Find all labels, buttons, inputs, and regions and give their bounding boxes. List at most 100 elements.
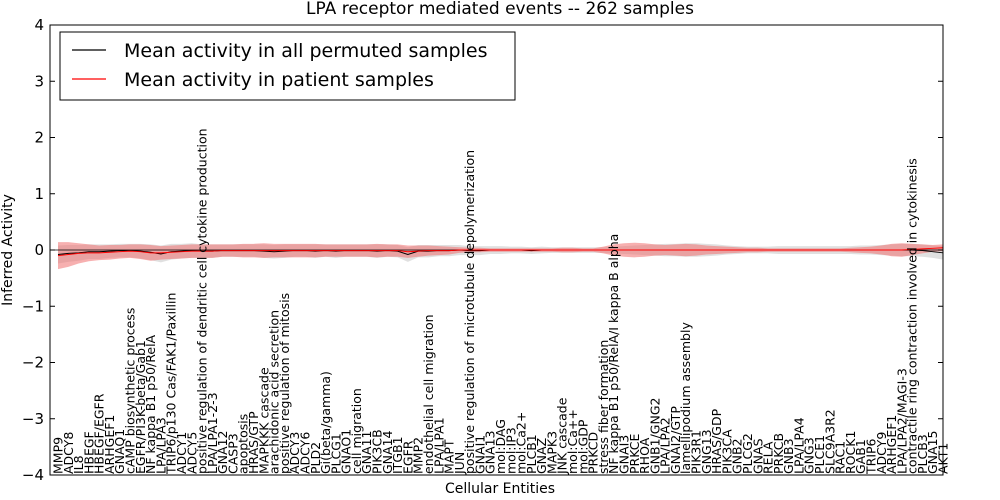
x-tick-label: RELA [761,441,776,474]
legend-box [59,31,516,101]
x-tick-label: RHOA [637,437,652,474]
x-tick-label: GNAS [750,438,765,474]
x-tick-label: contractile ring contraction involved in… [905,158,920,474]
x-tick-label: PLD2 [308,442,323,474]
x-tick-label: PLCB3 [915,434,930,474]
x-tick-label: GNAO1 [339,429,354,474]
x-tick-label: HRAS/GDP [709,408,724,474]
x-tick-label: PIK3CB [370,429,385,474]
confidence-bands [58,242,943,270]
x-tick-label: HBEGF [81,431,96,474]
x-tick-label: EGFR/PI3K-beta/Gab1 [133,340,148,474]
x-tick-label: PLCE1 [812,435,827,474]
x-tick-label: PRKCD [586,432,601,474]
x-tick-label: ITGB1 [390,436,405,474]
x-tick-label: ADCY9 [874,432,889,474]
x-tick-label: apoptosis [236,414,251,474]
x-tick-label: positive regulation of mitosis [277,293,292,474]
x-tick-label: GNG3 [802,437,817,474]
x-tick-label: IL8 [71,455,86,474]
x-tick-label: JUN [452,452,467,475]
x-tick-label: ARHGEF1 [102,415,117,474]
x-tick-label: endothelial cell migration [421,314,436,474]
x-tick-label: LPA/LPA1-2-3 [205,392,220,474]
band-series-1 [58,242,943,270]
x-tick-label: stress fiber formation [596,340,611,474]
x-tick-label: MMP9 [51,437,66,474]
y-tick-label: −3 [22,410,44,428]
x-tick-label: RAC1 [833,441,848,474]
x-tick-label: GNAI2/GTP [668,406,683,474]
y-axis-label: Inferred Activity [0,194,16,306]
x-tick-label: GNA15 [925,431,940,475]
x-tick-label: NF kappa B1 p50/RelA/I kappa B alpha [606,234,621,474]
x-tick-label: PIK3R1 [689,430,704,474]
y-tick-label: 3 [34,72,44,90]
x-tick-label: LPA/LPA4 [791,417,806,474]
x-tick-label: TRIP6/p130 Cas/FAK1/Paxillin [164,293,179,475]
chart-title: LPA receptor mediated events -- 262 samp… [306,0,694,19]
x-tick-label: ARHGEF1 [884,415,899,474]
x-tick-label: mol:DAG [493,419,508,474]
y-tick-label: −1 [22,297,44,315]
x-tick-label: PRKCE [627,434,642,474]
x-tick-label: NF kappa B1 p50/RelA [143,334,158,474]
x-tick-label: ROCK1 [843,431,858,474]
x-tick-label: LPA/LPA1 [431,417,446,474]
x-axis-label: Cellular Entities [445,481,555,497]
x-tick-label: ADCY5 [184,432,199,474]
x-tick-label: mol:GDP [575,419,590,474]
legend-label-permuted: Mean activity in all permuted samples [124,40,487,62]
x-tick-label: lamellipodium assembly [678,322,693,474]
series-line-1 [57,247,944,257]
x-tick-label: ADCY8 [61,432,76,474]
x-tick-label: PIK3CA [719,429,734,474]
x-tick-label: PLCG1 [328,433,343,474]
x-tick-label: GNAZ [534,438,549,474]
x-tick-label: MAPK3 [544,431,559,474]
x-tick-label: ADCY1 [174,432,189,474]
x-tick-label: TRIP6 [863,438,878,475]
x-tick-label: PLCG2 [740,433,755,474]
x-tick-label: Gi(beta/gamma) [318,371,333,474]
x-tick-label: ADCY3 [287,432,302,474]
x-tick-label: LPA/LPA3 [153,417,168,474]
x-tick-label: MAPKKK cascade [256,367,271,474]
y-tick-label: 0 [34,241,44,259]
x-tick-label: GNG13 [699,429,714,474]
x-tick-label: MMP2 [411,437,426,474]
x-tick-label: positive regulation of microtubule depol… [462,150,477,474]
x-tick-label: EGFR [400,440,415,474]
x-tick-label: CASP3 [225,433,240,474]
x-tick-label: GAB1 [853,439,868,474]
y-tick-label: −2 [22,354,44,372]
x-tick-label: GNAI1 [472,435,487,474]
x-tick-label: cAMP biosynthetic process [123,308,138,474]
x-tick-label: HRAS/GTP [246,411,261,474]
x-tick-label: LPA/LPA2/MAGI-3 [894,368,909,474]
x-tick-label: HBEGF/EGFR [92,393,107,474]
x-tick-label: PLCB1 [524,434,539,474]
x-tick-label: GNB1/GNG2 [647,398,662,474]
x-tick-label: mol:IP3 [503,427,518,474]
x-tick-label: mol:Ca2+ [514,412,529,474]
x-tick-label: mol:Ca++ [565,409,580,474]
x-tick-label: GNA14 [380,430,395,474]
x-tick-label: JNK cascade [555,397,570,475]
x-tick-label: GNA11 [359,431,374,475]
x-tick-label: GNAI3 [616,435,631,474]
y-tick-label: −4 [22,466,44,484]
legend-label-patient: Mean activity in patient samples [124,69,434,91]
x-tick-label: cell migration [349,388,364,474]
y-tick-label: 1 [34,185,44,203]
x-tick-label: GNB3 [781,438,796,474]
x-tick-label: MAPT [442,439,457,474]
x-tick-label: arachidonic acid secretion [267,310,282,474]
x-tick-label: SLC9A3R2 [822,409,837,474]
y-tick-label: 4 [34,16,44,34]
x-tick-labels: MMP9ADCY8IL8HBEGFHBEGF/EGFRARHGEF1GNAQ1c… [51,128,951,475]
x-tick-label: GNAQ1 [112,429,127,474]
series-lines [57,247,944,257]
